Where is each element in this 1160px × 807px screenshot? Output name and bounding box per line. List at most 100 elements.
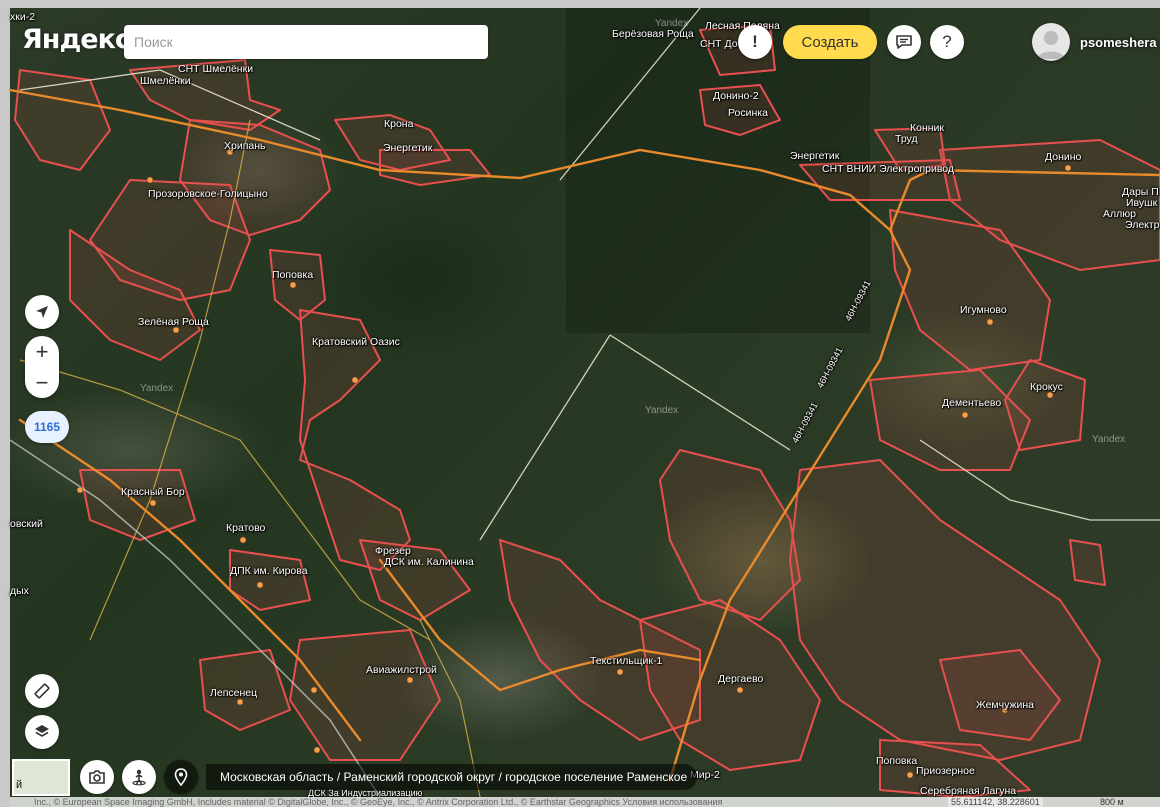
map-watermark: Yandex [1092,434,1126,445]
place-label: Игумново [960,304,1007,316]
window-frame-top [0,0,1160,8]
location-breadcrumb[interactable]: Московская область / Раменский городской… [206,764,698,790]
boundary-kratovsky-oazis [299,309,411,571]
place-label: Конник [910,122,945,134]
boundary-kirova [229,549,311,611]
place-label: Поповка [876,755,918,767]
boundary-zhemchuzhina [939,649,1061,741]
place-label: Донино [1045,151,1082,163]
boundary-dergaevo [639,599,821,771]
person-icon [132,769,146,786]
place-label: Труд [895,133,918,145]
feedback-button[interactable] [887,25,921,59]
place-label: Крокус [1030,381,1063,393]
cursor-coordinates: 55.611142, 38.228601 [948,797,1043,807]
place-label: Кратовский Оазис [312,336,400,348]
place-label: Авиажилстрой [366,664,437,676]
location-pin-button[interactable] [164,760,198,794]
place-label: Электр [1125,219,1160,231]
place-label: Хрипань [224,140,266,152]
boundary-krona [334,114,451,171]
boundary-aviazhilstroy [289,629,441,761]
place-label: овский [10,518,43,530]
panorama-photo-button[interactable] [80,760,114,794]
place-label: Дементьево [942,397,1002,409]
help-icon: ? [942,32,952,51]
place-label: СНТ До [700,38,738,50]
map-watermark: Yandex [655,18,689,29]
ruler-button[interactable] [25,674,59,708]
boundary-airfield [659,449,801,621]
place-label: Росинка [728,107,768,119]
place-label: СНТ ВНИИ Электропривод [822,163,955,175]
place-label: Текстильщик-1 [590,655,663,667]
place-label: Шмелёнки [140,75,191,87]
map-type-thumbnail[interactable]: й [12,759,70,796]
place-label: Донино-2 [713,90,759,102]
boundary-serebryanaya [879,739,1031,798]
zoom-out-button[interactable]: − [35,369,49,395]
place-label: Энергетик [383,142,433,154]
location-arrow-icon [36,306,48,318]
boundary-energetik-e [799,159,961,201]
place-label: Фрезер [375,545,411,557]
user-icon [1037,31,1065,59]
user-avatar[interactable] [1032,23,1070,61]
zoom-control[interactable]: + − [25,336,59,398]
minimap-label: й [16,779,23,791]
boundary-igumnovo [889,209,1051,371]
boundary-shmelenki [129,59,281,131]
zoom-in-button[interactable]: + [35,338,49,364]
place-label: ДСК им. Калинина [384,556,474,568]
place-label: Красный Бор [121,486,185,498]
layers-icon [35,725,49,737]
geolocation-button[interactable] [25,295,59,329]
boundary-energetik [379,149,491,186]
boundary-lepsenets [199,649,291,731]
place-label: Приозерное [916,765,975,777]
road-southwest [18,418,362,742]
place-label: Поповка [272,269,314,281]
copyright-bar: Inc., © European Space Imaging GmbH, Inc… [10,797,1160,807]
boundary-dementevo [869,369,1031,471]
boundary-popovka [269,249,326,321]
username[interactable]: psomeshera [1080,35,1157,50]
place-label: Серебряная Лагуна [920,785,1017,797]
create-button-label: Создать [801,33,859,51]
place-label: Кратово [226,522,266,534]
street-view-button[interactable] [122,760,156,794]
layers-button[interactable] [25,715,59,749]
message-icon [896,35,912,49]
objects-count-badge[interactable]: 1165 [25,411,69,443]
alert-icon: ! [752,32,758,51]
place-label: Ивушк [1126,197,1158,209]
report-alert-button[interactable]: ! [738,25,772,59]
place-label: Лесная Поляна [705,20,780,32]
boundary-donino2 [699,84,781,136]
yandex-logo[interactable]: Яндекс [22,24,131,55]
place-label: хки-2 [10,11,36,23]
help-button[interactable]: ? [930,25,964,59]
road-east-west [8,88,912,782]
map-watermark: Yandex [645,405,679,416]
place-label: Мир-2 [690,769,720,781]
place-label: дых [10,585,29,597]
place-label: Дары П [1122,186,1159,198]
imagery-tile [566,8,870,333]
place-label: Дергаево [718,673,764,685]
scale-bar: 800 м [1100,797,1124,807]
create-button[interactable]: Создать [783,25,877,59]
boundary-krokus [1004,359,1086,451]
road-north-east [888,168,1160,232]
place-label: СНТ Шмелёнки [178,63,254,75]
place-label: Аллюр [1103,208,1136,220]
place-label: Жемчужина [976,699,1034,711]
boundary-kalinina [359,539,471,621]
place-label: ДПК им. Кирова [230,565,308,577]
ruler-icon [34,683,50,699]
place-label: Зелёная Роща [138,316,209,328]
search-input[interactable] [124,25,488,59]
place-label: Крона [384,118,414,130]
